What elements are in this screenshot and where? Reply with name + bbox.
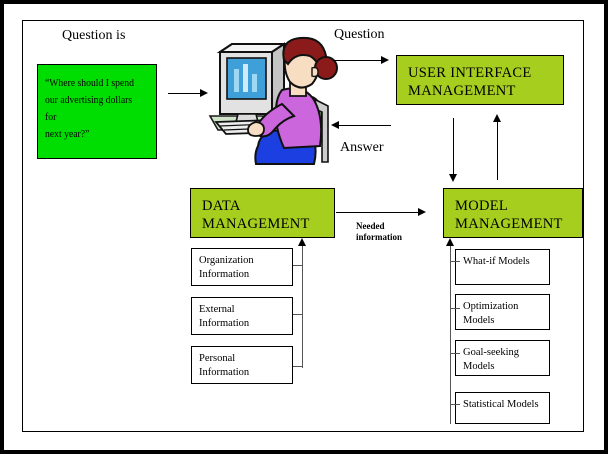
model-type-what-if-line-1: What-if Models: [463, 256, 530, 267]
model-type-box-statistical: Statistical Models: [455, 392, 550, 424]
data-source-organization-line-1: Organization: [199, 255, 254, 266]
model-type-optimization-line-1: Optimization: [463, 301, 519, 312]
data-source-box-organization: Organization Information: [191, 248, 293, 286]
question-box-text: “Where should I spend our advertising do…: [45, 75, 137, 143]
arrow-model-to-uim-line: [497, 122, 498, 180]
label-answer: Answer: [340, 140, 384, 155]
arrow-data-to-model-line: [336, 212, 420, 213]
model-type-goal-seeking-line-2: Models: [463, 360, 495, 372]
model-type-box-what-if: What-if Models: [455, 249, 550, 285]
data-source-external-line-2: Information: [199, 317, 250, 329]
question-line-3: next year?”: [45, 128, 90, 141]
model-type-goal-seeking-line-1: Goal-seeking: [463, 347, 519, 358]
data-management-box: DATA MANAGEMENT: [190, 188, 335, 238]
model-bus-stub-what-if: [450, 261, 460, 262]
arrow-answer-head: [331, 120, 339, 129]
uim-line-2: MANAGEMENT: [408, 83, 516, 100]
model-type-statistical-line-1: Statistical Models: [463, 399, 539, 410]
question-box: “Where should I spend our advertising do…: [37, 64, 157, 159]
needed-information-line-2: information: [356, 232, 402, 243]
uim-line-1: USER INTERFACE: [408, 65, 532, 81]
data-bus-stub-personal: [293, 366, 303, 367]
needed-information-line-1: Needed: [356, 221, 385, 231]
arrow-uim-to-model-head: [448, 174, 457, 182]
arrow-question-to-user-line: [168, 93, 202, 94]
data-management-line-2: MANAGEMENT: [202, 216, 310, 233]
model-type-box-optimization: Optimization Models: [455, 294, 550, 330]
user-interface-management-box: USER INTERFACE MANAGEMENT: [396, 55, 564, 105]
model-bus-trunk: [450, 246, 451, 424]
data-source-box-personal: Personal Information: [191, 346, 293, 384]
question-line-2: our advertising dollars for: [45, 94, 133, 124]
person-at-computer-icon: [198, 34, 338, 166]
label-question-is: Question is: [62, 28, 126, 43]
data-bus-arrow-head: [297, 238, 306, 246]
model-bus-arrow-head: [445, 238, 454, 246]
data-source-organization-line-2: Information: [199, 268, 250, 280]
data-source-personal-line-1: Personal: [199, 353, 236, 364]
model-management-line-2: MANAGEMENT: [455, 216, 563, 233]
model-management-box: MODEL MANAGEMENT: [443, 188, 583, 238]
label-needed-information: Needed information: [356, 221, 402, 244]
model-bus-stub-optimization: [450, 308, 460, 309]
data-bus-stub-organization: [293, 265, 303, 266]
arrow-data-to-model-head: [418, 207, 426, 216]
data-source-external-line-1: External: [199, 304, 235, 315]
model-type-optimization-line-2: Models: [463, 314, 495, 326]
arrow-answer-line: [339, 125, 391, 126]
label-question: Question: [334, 27, 385, 42]
data-source-personal-line-2: Information: [199, 366, 250, 378]
model-management-line-1: MODEL: [455, 198, 509, 214]
data-source-box-external: External Information: [191, 297, 293, 335]
arrow-question-to-uim-line: [333, 60, 383, 61]
model-type-box-goal-seeking: Goal-seeking Models: [455, 340, 550, 376]
data-bus-stub-external: [293, 314, 303, 315]
question-line-1: “Where should I spend: [45, 77, 134, 89]
arrow-uim-to-model-line: [453, 118, 454, 176]
data-bus-trunk: [302, 246, 303, 368]
data-management-line-1: DATA: [202, 198, 241, 214]
model-bus-stub-goal-seeking: [450, 353, 460, 354]
arrow-question-to-uim-head: [381, 55, 389, 64]
arrow-model-to-uim-head: [492, 114, 501, 122]
arrow-question-to-user-head: [200, 88, 208, 97]
model-bus-stub-statistical: [450, 404, 460, 405]
